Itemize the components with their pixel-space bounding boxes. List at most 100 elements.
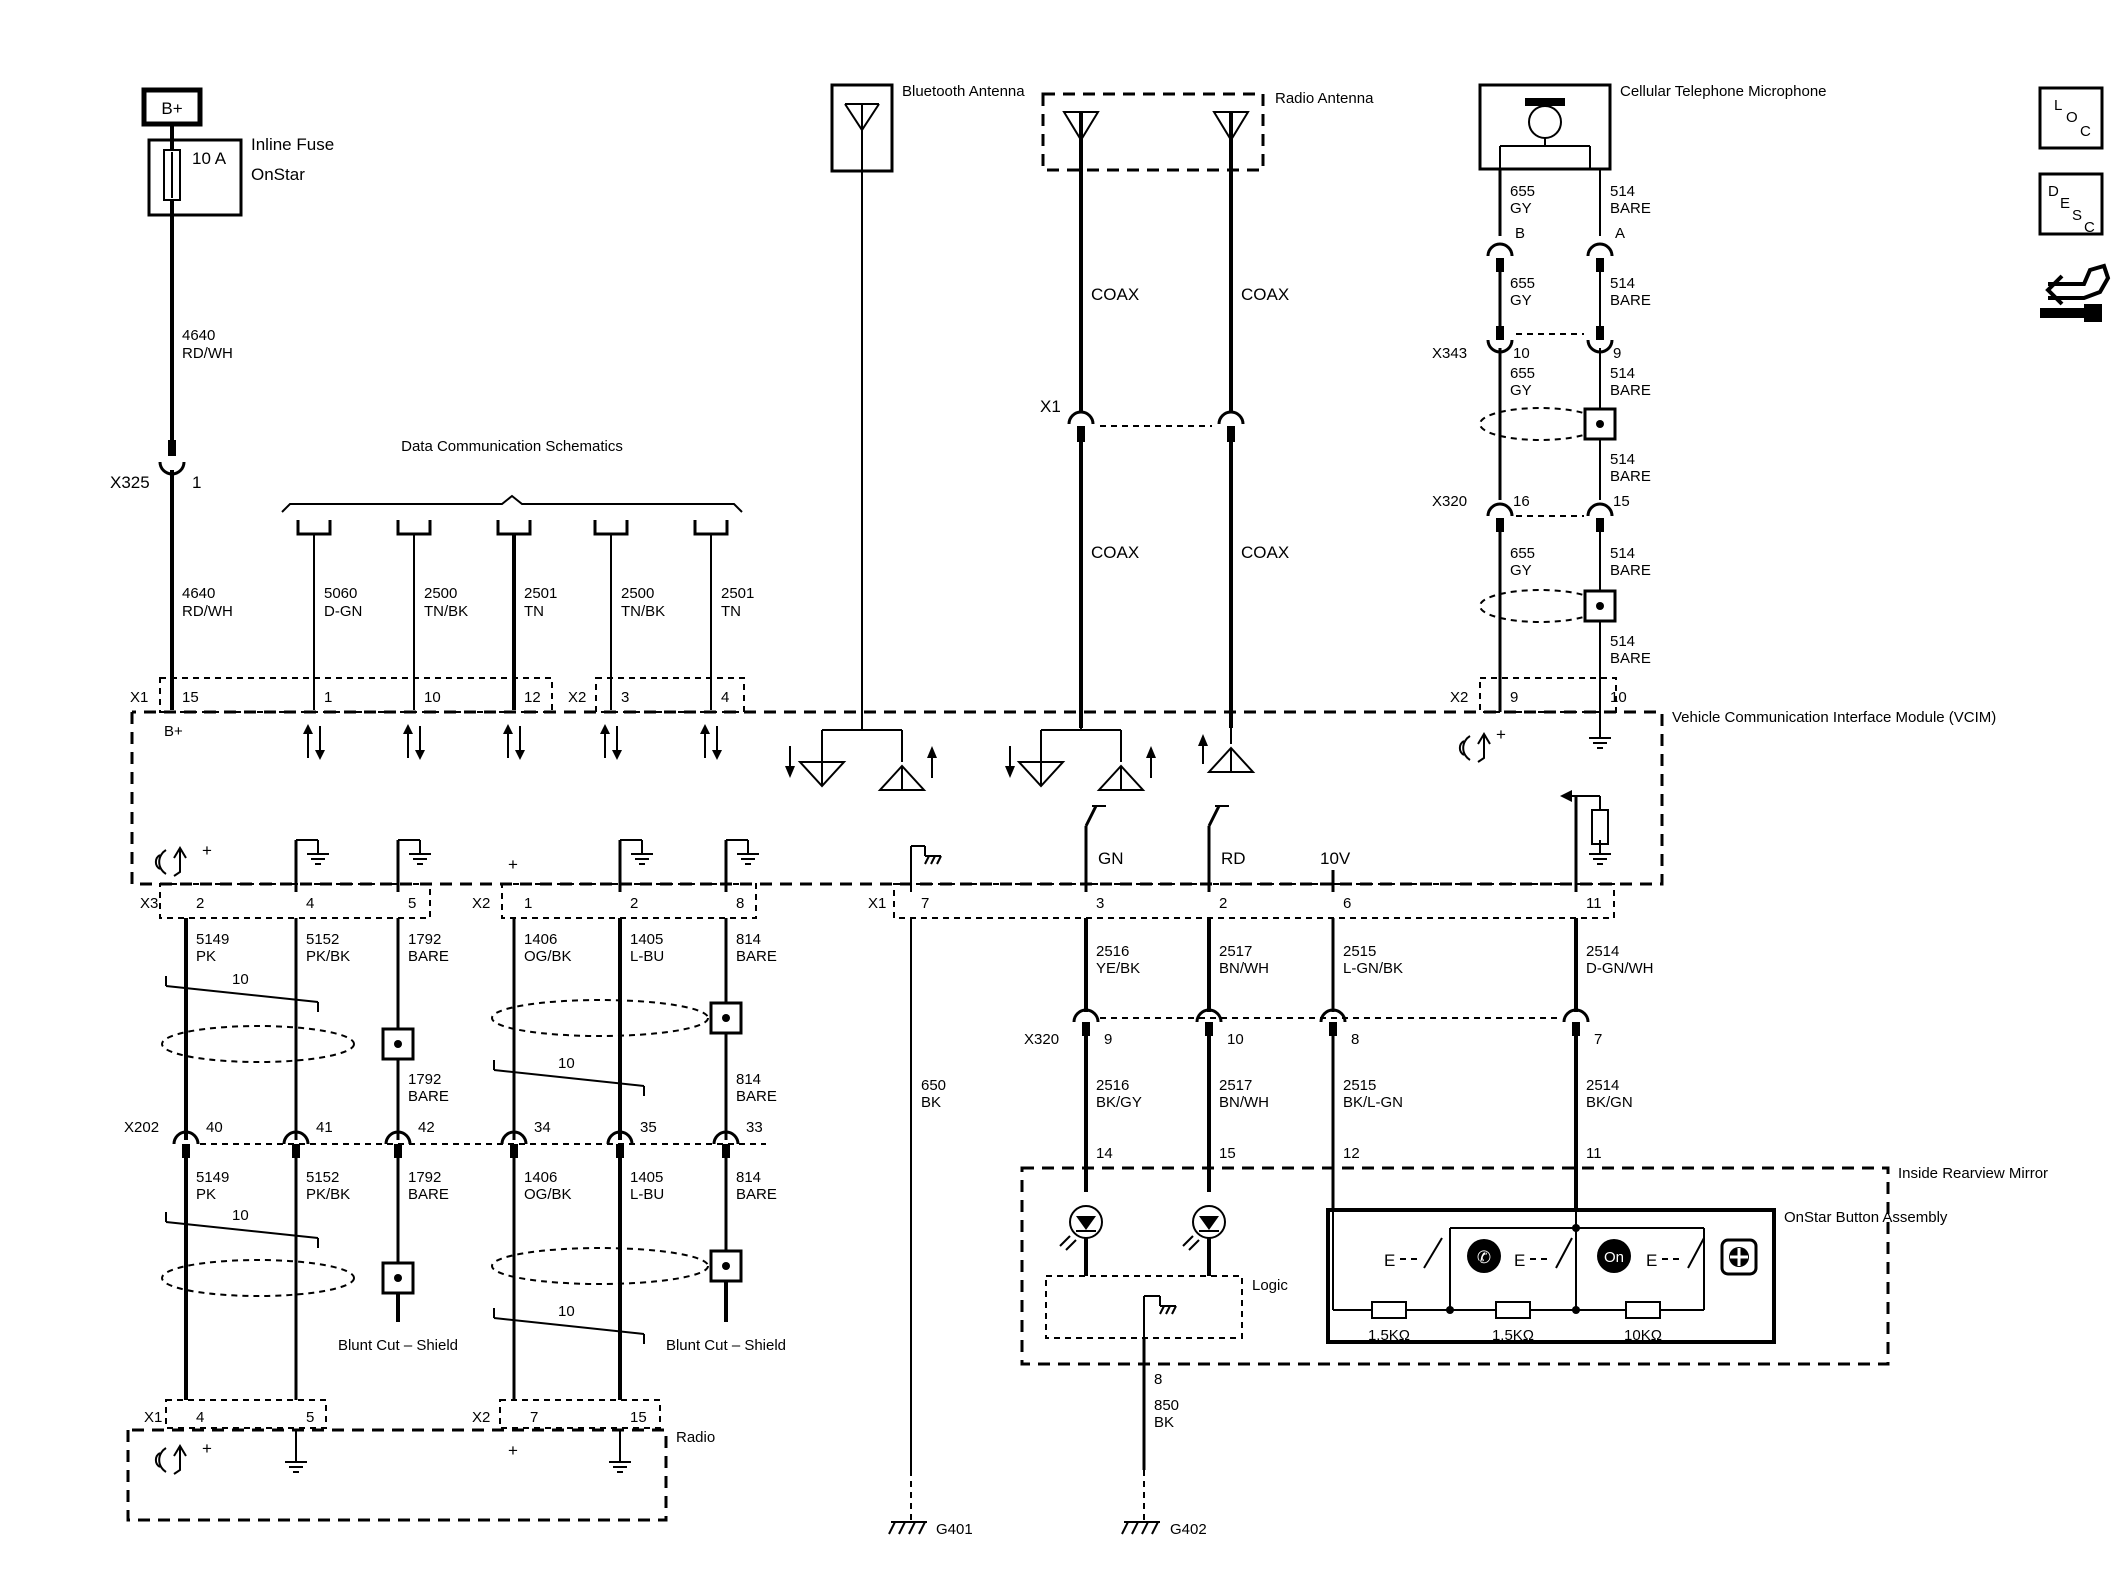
wire-2501-color-2: TN (721, 603, 741, 620)
vcim-pin-x1-3: 3 (1096, 895, 1104, 912)
inside-rearview-mirror: Inside Rearview Mirror Logic OnStar Butt… (1020, 1165, 2048, 1366)
pin-x202-41: 41 (316, 1119, 333, 1136)
inline-fuse: 10 A Inline Fuse OnStar (147, 124, 334, 217)
vcim-connector-x2-lower: X2 (472, 895, 490, 912)
svg-text:C: C (2084, 219, 2095, 236)
battery-supply: B+ (141, 87, 203, 127)
mirror-pin-12: 12 (1343, 1145, 1360, 1162)
switch-e-3: E (1646, 1251, 1657, 1270)
pin-x320-10: 10 (1227, 1031, 1244, 1048)
pin-x343-1: 10 (1513, 345, 1530, 362)
wire-514-color-2: BARE (1610, 292, 1651, 309)
svg-text:D: D (2048, 183, 2059, 200)
wire-5060-num: 5060 (324, 585, 357, 602)
wire-514-color-4: BARE (1610, 468, 1651, 485)
ground-g401: 650 BK G401 (888, 918, 973, 1538)
wire-2515-color-2: BK/L-GN (1343, 1094, 1403, 1111)
pin-x202-42: 42 (418, 1119, 435, 1136)
pin-x202-40: 40 (206, 1119, 223, 1136)
mirror-label: Inside Rearview Mirror (1898, 1165, 2048, 1182)
wire-1792-num-2: 1792 (408, 1071, 441, 1088)
pin-x202-33: 33 (746, 1119, 763, 1136)
microphone-label: Cellular Telephone Microphone (1620, 83, 1827, 100)
wire-655-num-2: 655 (1510, 275, 1535, 292)
vcim-pin-x1-11: 11 (1586, 895, 1602, 912)
vcim-pin-3: 3 (621, 689, 629, 706)
vcim-connector-x2-mic: X2 (1450, 689, 1468, 706)
vcim-pin-10: 10 (424, 689, 441, 706)
wire-2516-color-2: BK/GY (1096, 1094, 1142, 1111)
wire-4640-color: RD/WH (182, 345, 233, 362)
vcim-pin-x1-7: 7 (921, 895, 929, 912)
wire-5149-num-2: 5149 (196, 1169, 229, 1186)
connector-end-view-icon[interactable] (2040, 263, 2111, 322)
onstar-button-icon: On (1604, 1249, 1624, 1266)
wire-514-num-2: 514 (1610, 275, 1635, 292)
desc-icon[interactable]: D E S C (2038, 172, 2104, 236)
wire-2514-color-2: BK/GN (1586, 1094, 1633, 1111)
svg-text:C: C (2080, 123, 2091, 140)
wire-5152-color-2: PK/BK (306, 1186, 350, 1203)
wire-850-color: BK (1154, 1414, 1174, 1431)
battery-label: B+ (161, 99, 182, 118)
vcim-pin-x1-2: 2 (1219, 895, 1227, 912)
wire-2500-color-2: TN/BK (621, 603, 665, 620)
vcim-pin-15: 15 (182, 689, 199, 706)
vcim-pin-10-mic: 10 (1610, 689, 1627, 706)
wire-655-color: GY (1510, 200, 1532, 217)
wire-814-num: 814 (736, 931, 761, 948)
ground-g402: 8 850 BK G402 (1121, 1338, 1207, 1538)
vcim-pin-9-mic: 9 (1510, 689, 1518, 706)
twist-label-3: 10 (232, 1207, 249, 1224)
wire-2515-num: 2515 (1343, 943, 1376, 960)
wire-4640-num-2: 4640 (182, 585, 215, 602)
fuse-name: Inline Fuse (251, 135, 334, 154)
wire-514-num-6: 514 (1610, 633, 1635, 650)
pin-x343-2: 9 (1613, 345, 1621, 362)
mirror-harness: 2516 YE/BK 2517 BN/WH 2515 L-GN/BK 2514 … (1024, 918, 1654, 1210)
svg-text:O: O (2066, 109, 2078, 126)
wire-1405-num: 1405 (630, 931, 663, 948)
connector-x325: X325 (110, 473, 150, 492)
wire-1406-num: 1406 (524, 931, 557, 948)
mirror-pin-15: 15 (1219, 1145, 1236, 1162)
wire-2501-color: TN (524, 603, 544, 620)
wire-5060-color: D-GN (324, 603, 362, 620)
pin-x320-mic-2: 15 (1613, 493, 1630, 510)
wire-5152-num-2: 5152 (306, 1169, 339, 1186)
pin-mic-a: A (1615, 225, 1625, 242)
wire-2514-color: D-GN/WH (1586, 960, 1654, 977)
radio-antenna-label: Radio Antenna (1275, 90, 1374, 107)
wire-655-color-2: GY (1510, 292, 1532, 309)
data-communication-bracket: Data Communication Schematics (281, 438, 743, 513)
pin-x320-8: 8 (1351, 1031, 1359, 1048)
wire-655-num: 655 (1510, 183, 1535, 200)
wire-514-color-3: BARE (1610, 382, 1651, 399)
cellular-microphone: Cellular Telephone Microphone (1478, 83, 1827, 171)
wire-5152-num: 5152 (306, 931, 339, 948)
vcim-rd-label: RD (1221, 849, 1246, 868)
coax-label-2: COAX (1241, 285, 1289, 304)
radio-pin-7: 7 (530, 1409, 538, 1426)
wire-2516-num: 2516 (1096, 943, 1129, 960)
connector-x320-mic: X320 (1432, 493, 1467, 510)
mirror-pin-11: 11 (1586, 1145, 1602, 1162)
resistor-2: 1.5KΩ (1492, 1327, 1534, 1344)
switch-e-2: E (1514, 1251, 1525, 1270)
coax-label-4: COAX (1241, 543, 1289, 562)
wire-814-num-2: 814 (736, 1071, 761, 1088)
vcim-pin-x2-2: 2 (630, 895, 638, 912)
wire-2500-color: TN/BK (424, 603, 468, 620)
wire-514-num-3: 514 (1610, 365, 1635, 382)
pin-x320-7: 7 (1594, 1031, 1602, 1048)
twist-label-1: 10 (232, 971, 249, 988)
data-comm-wires: 5060 D-GN 2500 TN/BK 2501 TN 2500 TN/BK … (296, 520, 754, 710)
wire-5152-color: PK/BK (306, 948, 350, 965)
wire-850-num: 850 (1154, 1397, 1179, 1414)
wire-514-num-5: 514 (1610, 545, 1635, 562)
loc-icon[interactable]: L O C (2038, 86, 2104, 150)
blunt-cut-shield-2: Blunt Cut – Shield (666, 1337, 786, 1354)
mirror-pin-8: 8 (1154, 1371, 1162, 1388)
pin-mic-b: B (1515, 225, 1525, 242)
wire-655-num-4: 655 (1510, 545, 1535, 562)
